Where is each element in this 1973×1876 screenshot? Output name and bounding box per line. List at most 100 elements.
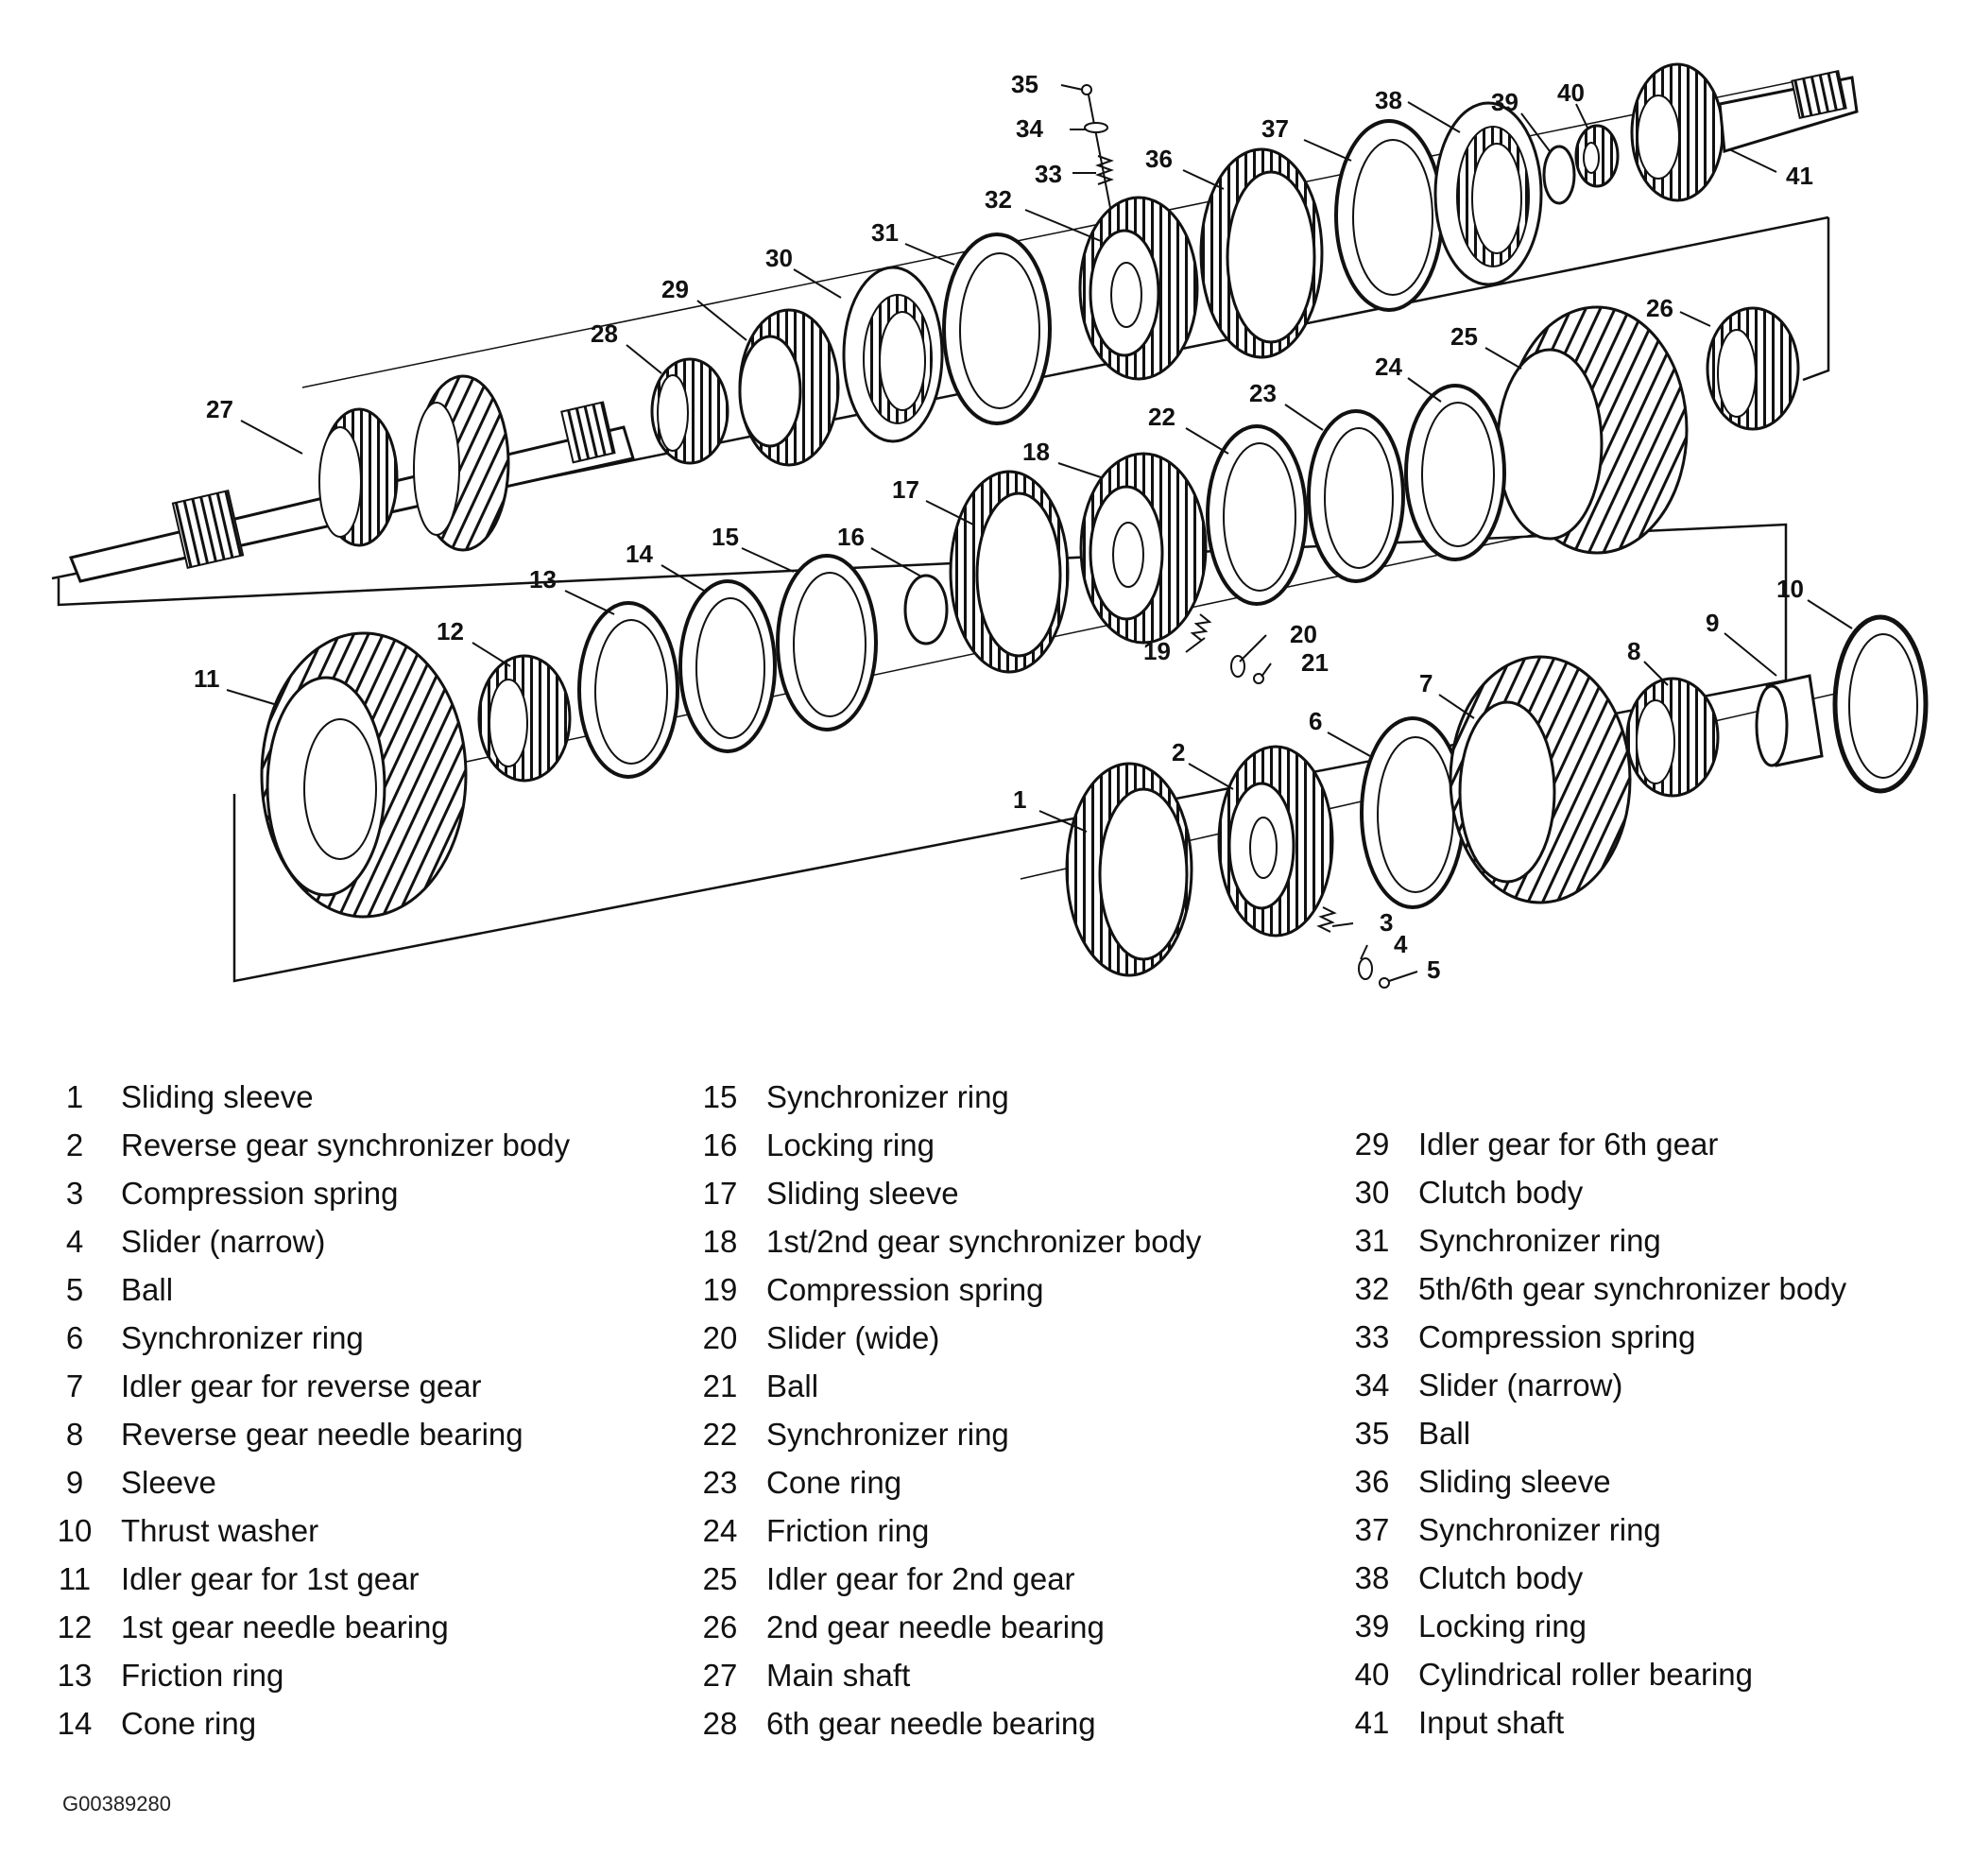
callout-25: 25 <box>1450 322 1478 351</box>
idler-gear-25 <box>1496 305 1689 555</box>
callout-27: 27 <box>206 395 233 423</box>
legend-item-number: 14 <box>57 1706 93 1741</box>
legend-item-label: Synchronizer ring <box>1418 1512 1661 1547</box>
legend-item-label: Cone ring <box>766 1465 902 1500</box>
callout-13: 13 <box>529 565 557 594</box>
legend-item-label: Compression spring <box>121 1176 399 1211</box>
callout-4: 4 <box>1394 930 1408 958</box>
callout-35: 35 <box>1011 70 1038 98</box>
callout-8: 8 <box>1627 637 1640 665</box>
legend-item-number: 11 <box>58 1561 92 1596</box>
legend-item-label: Ball <box>121 1272 174 1307</box>
callout-12: 12 <box>437 617 464 645</box>
legend-item-label: Synchronizer ring <box>121 1320 364 1355</box>
legend-item-label: Clutch body <box>1418 1560 1584 1595</box>
legend-item-number: 8 <box>65 1417 84 1452</box>
synchronizer-body-32 <box>1078 196 1199 381</box>
legend-item-label: Synchronizer ring <box>766 1079 1009 1114</box>
synchronizer-ring-22 <box>1206 424 1308 606</box>
callout-21: 21 <box>1301 648 1329 677</box>
spring-slider-ball-19-21 <box>1190 613 1264 684</box>
callout-38: 38 <box>1375 86 1402 114</box>
legend-item: 33 Compression spring <box>1345 1313 1846 1361</box>
legend-item-number: 21 <box>702 1368 738 1403</box>
sliding-sleeve-17 <box>949 470 1070 674</box>
needle-bearing-26 <box>1706 306 1800 431</box>
callout-1: 1 <box>1013 785 1026 814</box>
legend-item-label: Sliding sleeve <box>121 1079 314 1114</box>
legend-item-number: 35 <box>1354 1416 1390 1451</box>
synchronizer-body-18 <box>1079 452 1208 645</box>
legend-item-number: 32 <box>1354 1271 1390 1306</box>
legend-item-label: Cone ring <box>121 1706 257 1741</box>
legend-item-number: 22 <box>702 1417 738 1452</box>
figure-code: G00389280 <box>62 1792 171 1816</box>
callout-41: 41 <box>1786 162 1813 190</box>
legend-item: 21 Ball <box>693 1362 1201 1410</box>
legend-item-label: Cylindrical roller bearing <box>1418 1657 1753 1692</box>
legend-item-label: Slider (narrow) <box>121 1224 326 1259</box>
legend-item-number: 30 <box>1354 1175 1390 1210</box>
legend-item-label: 2nd gear needle bearing <box>766 1609 1105 1644</box>
callout-36: 36 <box>1145 145 1173 173</box>
legend-item-label: Synchronizer ring <box>766 1417 1009 1452</box>
synchronizer-ring-31 <box>942 232 1052 425</box>
legend-item-number: 24 <box>702 1513 738 1548</box>
idler-gear-29 <box>738 308 840 467</box>
exploded-view-svg: 1 2 3 4 5 6 7 8 9 10 11 12 13 14 15 16 1… <box>51 62 1929 989</box>
legend-item-number: 12 <box>57 1609 93 1644</box>
exploded-view-diagram: 1 2 3 4 5 6 7 8 9 10 11 12 13 14 15 16 1… <box>51 62 1929 989</box>
idler-gear-11 <box>260 631 468 919</box>
legend-item-number: 33 <box>1354 1319 1390 1354</box>
callout-9: 9 <box>1706 609 1719 637</box>
legend-item-number: 26 <box>702 1609 738 1644</box>
legend-item-label: 1st/2nd gear synchronizer body <box>766 1224 1202 1259</box>
spring-slider-ball-33-35 <box>1081 84 1114 209</box>
callout-28: 28 <box>591 319 618 348</box>
legend-item-label: Main shaft <box>766 1658 911 1693</box>
legend-item-label: Idler gear for reverse gear <box>121 1368 482 1403</box>
sleeve-9 <box>1755 674 1824 767</box>
legend-item-label: Idler gear for 1st gear <box>121 1561 420 1596</box>
legend-item-number: 1 <box>65 1079 84 1114</box>
leader-lines <box>226 84 1853 982</box>
synchronizer-body-2 <box>1217 745 1334 938</box>
legend-item-label: Ball <box>766 1368 819 1403</box>
legend-item-label: Reverse gear synchronizer body <box>121 1127 571 1162</box>
callout-14: 14 <box>626 540 653 568</box>
legend-item-number: 9 <box>65 1465 84 1500</box>
callout-18: 18 <box>1022 438 1050 466</box>
legend-item-label: Compression spring <box>1418 1319 1696 1354</box>
callout-23: 23 <box>1249 379 1277 407</box>
callout-22: 22 <box>1148 403 1175 431</box>
locking-ring-16 <box>903 574 949 645</box>
legend-item: 1 Sliding sleeve <box>47 1073 570 1121</box>
callout-labels: 1 2 3 4 5 6 7 8 9 10 11 12 13 14 15 16 1… <box>194 70 1813 984</box>
callout-32: 32 <box>985 185 1012 214</box>
legend-item: 22 Synchronizer ring <box>693 1410 1201 1458</box>
legend-item-label: Thrust washer <box>121 1513 319 1548</box>
